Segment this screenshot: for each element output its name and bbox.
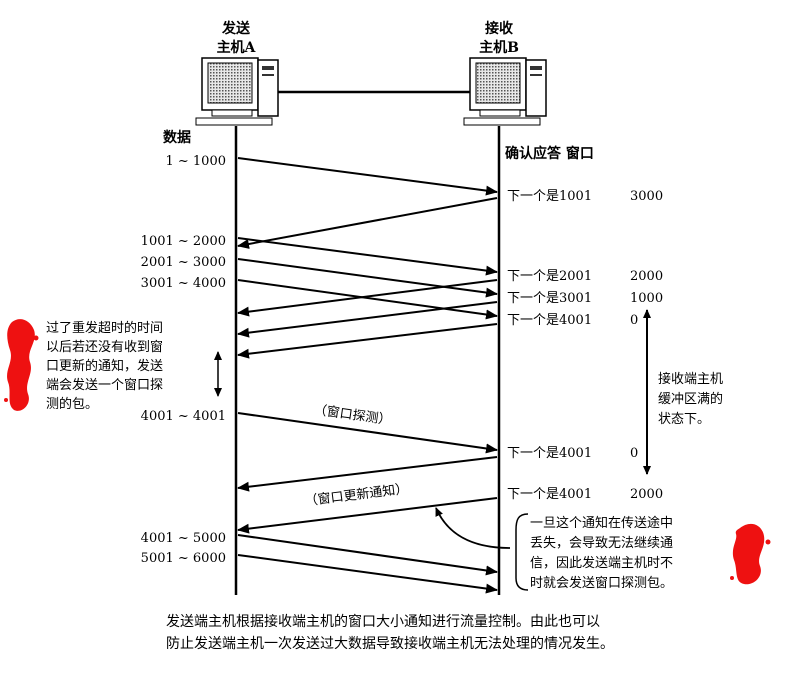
retransmit-note-line: 口更新的通知，发送 <box>46 358 163 374</box>
ack-window-value: 0 <box>630 313 638 328</box>
data-arrow <box>237 237 498 276</box>
loss-note-pointer-arrow <box>435 507 511 549</box>
ack-label: 下一个是4001 <box>507 446 592 461</box>
receiver-title-line2: 主机B <box>479 39 519 56</box>
window-probe-arrow <box>237 412 498 454</box>
sender-title-line1: 发送 <box>221 20 251 37</box>
retransmit-note-line: 端会发送一个窗口探 <box>46 377 163 393</box>
data-arrow <box>237 279 498 320</box>
ack-arrow <box>237 323 498 359</box>
data-arrow <box>237 258 498 298</box>
caption-line: 发送端主机根据接收端主机的窗口大小通知进行流量控制。由此也可以 <box>166 613 600 630</box>
sender-computer-icon <box>195 57 279 126</box>
ack-label: 下一个是4001 <box>507 313 592 328</box>
data-label: 1001 ~ 2000 <box>141 234 226 249</box>
red-scribble-mark <box>730 523 771 585</box>
ack-arrow <box>237 197 498 249</box>
ack-label: 下一个是3001 <box>507 291 592 306</box>
data-label: 4001 ~ 4001 <box>141 409 226 424</box>
ack-label: 下一个是1001 <box>507 189 592 204</box>
loss-note-line: 时就会发送窗口探测包。 <box>530 575 673 591</box>
buffer-full-note-line: 状态下。 <box>658 412 710 427</box>
data-arrow <box>237 157 498 196</box>
buffer-full-note-line: 接收端主机 <box>658 371 723 387</box>
loss-note-line: 信，因此发送端主机时不 <box>530 555 673 571</box>
ack-window-header: 确认应答 窗口 <box>505 145 594 162</box>
ack-window-value: 0 <box>630 446 638 461</box>
retransmit-note-line: 测的包。 <box>46 396 98 412</box>
retransmit-note-line: 过了重发超时的时间 <box>46 320 163 336</box>
ack-arrow <box>237 279 498 317</box>
data-arrow <box>237 534 498 576</box>
ack-window-value: 3000 <box>630 189 663 204</box>
data-label: 2001 ~ 3000 <box>141 255 226 270</box>
red-scribble-mark <box>4 319 39 411</box>
window-update-arrow <box>237 497 498 534</box>
loss-note-bracket <box>515 513 529 591</box>
data-label: 1 ~ 1000 <box>165 154 226 169</box>
window-update-label: （窗口更新通知） <box>304 481 409 510</box>
receiver-title-line1: 接收 <box>485 20 514 37</box>
receiver-computer-icon <box>463 57 547 126</box>
ack-label: 下一个是2001 <box>507 269 592 284</box>
loss-note-line: 丢失，会导致无法继续通 <box>530 536 673 551</box>
ack-window-value: 2000 <box>630 269 663 284</box>
ack-window-value: 2000 <box>630 487 663 502</box>
buffer-full-note-line: 缓冲区满的 <box>658 391 723 407</box>
ack-arrow <box>237 301 498 338</box>
sender-title-line2: 主机A <box>217 39 257 56</box>
ack-window-value: 1000 <box>630 291 663 306</box>
data-arrow <box>237 554 498 594</box>
data-label: 4001 ~ 5000 <box>141 531 226 546</box>
retransmit-note-line: 以后若还没有收到窗 <box>46 339 163 355</box>
data-header: 数据 <box>163 129 191 146</box>
loss-note-line: 一旦这个通知在传送途中 <box>530 515 673 531</box>
ack-arrow <box>237 456 498 492</box>
caption-line: 防止发送端主机一次发送过大数据导致接收端主机无法处理的情况发生。 <box>166 635 614 652</box>
ack-label: 下一个是4001 <box>507 487 592 502</box>
data-label: 5001 ~ 6000 <box>141 551 226 566</box>
data-label: 3001 ~ 4000 <box>141 276 226 291</box>
